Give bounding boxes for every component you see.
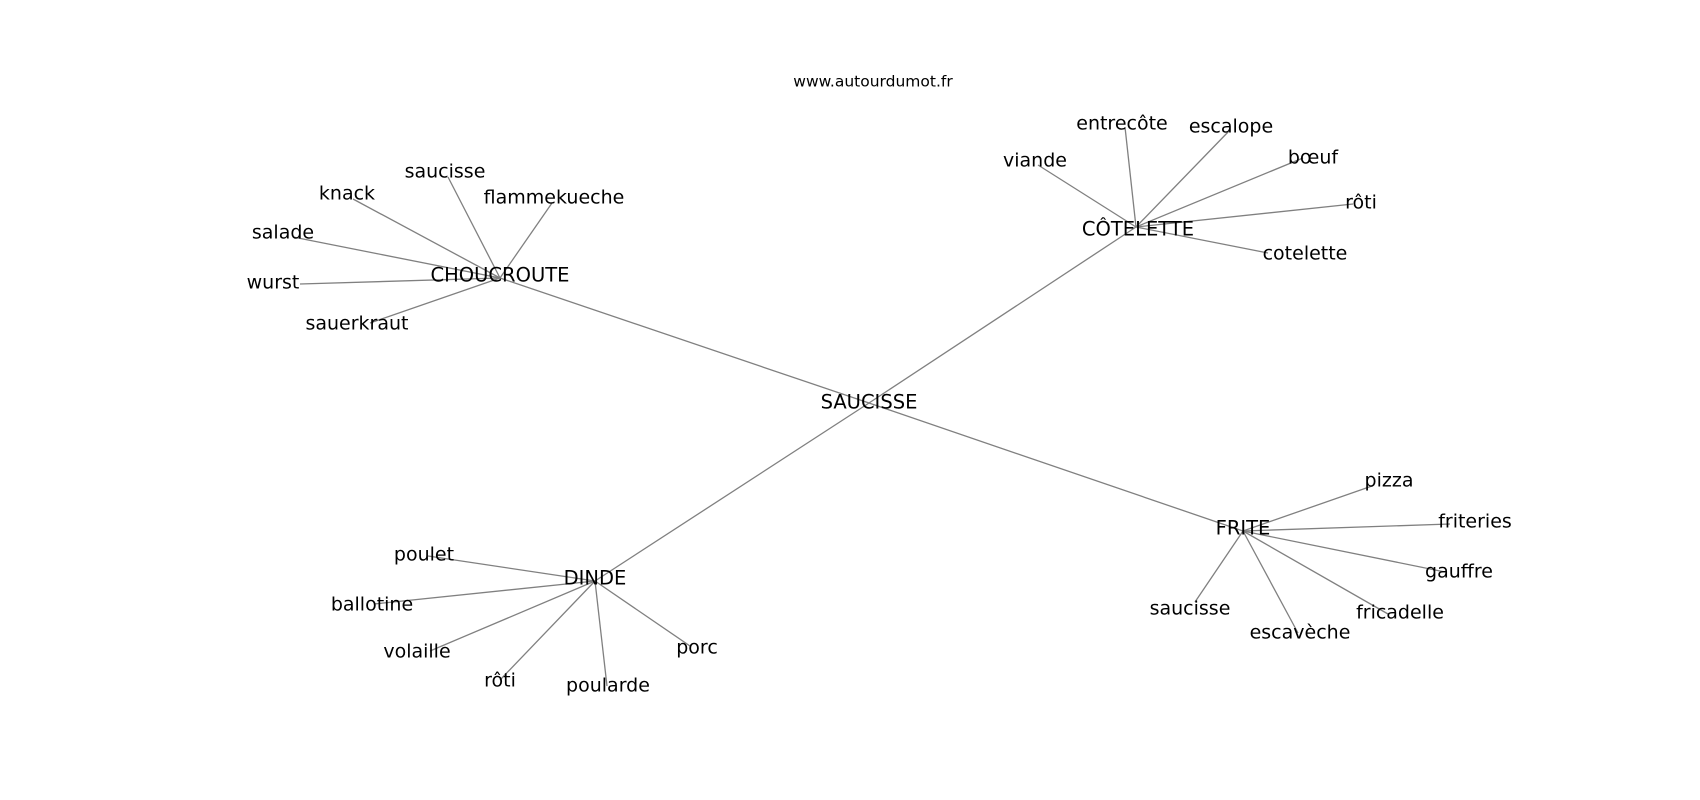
edge-dinde-leaf-5: [594, 580, 691, 647]
edge-choucroute-leaf-5: [369, 277, 501, 324]
edge-cotelette-leaf-0: [1124, 126, 1137, 228]
leaf-word-dinde-5[interactable]: porc: [676, 637, 718, 659]
hub-word-choucroute[interactable]: CHOUCROUTE: [431, 264, 570, 287]
leaf-word-cotelette-1[interactable]: escalope: [1189, 116, 1273, 138]
edge-choucroute-leaf-3: [292, 236, 501, 279]
leaf-word-cotelette-0[interactable]: entrecôte: [1076, 113, 1167, 135]
leaf-word-choucroute-0[interactable]: saucisse: [405, 161, 486, 183]
leaf-word-frite-0[interactable]: pizza: [1365, 470, 1414, 492]
edge-choucroute-leaf-2: [352, 198, 501, 279]
edge-cotelette-leaf-4: [1135, 203, 1354, 228]
edge-center-frite: [868, 402, 1244, 532]
edge-frite-leaf-5: [1194, 530, 1244, 603]
edge-dinde-leaf-2: [429, 580, 596, 652]
leaf-word-dinde-3[interactable]: rôti: [484, 670, 516, 692]
edge-dinde-leaf-0: [427, 555, 596, 582]
edge-choucroute-leaf-1: [499, 202, 553, 279]
hub-word-cotelette[interactable]: CÔTELETTE: [1082, 217, 1194, 241]
leaf-word-dinde-0[interactable]: poulet: [394, 544, 454, 566]
leaf-word-frite-3[interactable]: fricadelle: [1356, 602, 1444, 624]
hub-word-frite[interactable]: FRITE: [1216, 517, 1271, 540]
edge-choucroute-leaf-0: [447, 176, 501, 279]
edge-dinde-leaf-1: [373, 580, 596, 605]
leaf-word-choucroute-2[interactable]: knack: [319, 183, 375, 205]
edge-center-cotelette: [868, 226, 1137, 404]
leaf-word-cotelette-5[interactable]: cotelette: [1263, 243, 1348, 265]
edge-choucroute-leaf-4: [299, 277, 501, 285]
edge-dinde-leaf-3: [499, 580, 596, 681]
source-url-label: www.autourdumot.fr: [793, 73, 953, 91]
graph-labels: SAUCISSE CHOUCROUTE saucisse flammekueche kn…: [247, 113, 1512, 697]
hub-word-dinde[interactable]: DINDE: [564, 567, 627, 590]
edge-frite-leaf-0: [1242, 485, 1373, 532]
leaf-word-choucroute-3[interactable]: salade: [252, 222, 314, 244]
leaf-word-cotelette-2[interactable]: viande: [1003, 150, 1067, 172]
leaf-word-cotelette-4[interactable]: rôti: [1345, 192, 1377, 214]
edge-frite-leaf-4: [1242, 530, 1299, 634]
edge-frite-leaf-3: [1242, 530, 1389, 615]
edge-cotelette-leaf-3: [1135, 157, 1304, 228]
leaf-word-frite-2[interactable]: gauffre: [1425, 561, 1493, 583]
edge-center-dinde: [594, 402, 870, 582]
leaf-word-cotelette-3[interactable]: bœuf: [1288, 147, 1340, 169]
graph-edges: [292, 126, 1451, 687]
leaf-word-frite-5[interactable]: saucisse: [1150, 598, 1231, 620]
edge-cotelette-leaf-1: [1135, 129, 1231, 228]
edge-cotelette-leaf-5: [1135, 226, 1269, 254]
leaf-word-dinde-2[interactable]: volaille: [383, 641, 450, 663]
edge-dinde-leaf-4: [594, 580, 608, 687]
leaf-word-choucroute-1[interactable]: flammekueche: [484, 187, 625, 209]
edge-frite-leaf-2: [1242, 530, 1446, 573]
edge-frite-leaf-1: [1242, 523, 1451, 532]
leaf-word-dinde-1[interactable]: ballotine: [331, 594, 413, 616]
leaf-word-choucroute-4[interactable]: wurst: [247, 272, 300, 294]
edge-center-choucroute: [499, 277, 870, 404]
center-word-label[interactable]: SAUCISSE: [821, 391, 918, 414]
leaf-word-frite-4[interactable]: escavèche: [1250, 622, 1351, 644]
leaf-word-frite-1[interactable]: friteries: [1438, 511, 1512, 533]
leaf-word-choucroute-5[interactable]: sauerkraut: [305, 313, 408, 335]
edge-cotelette-leaf-2: [1037, 164, 1137, 228]
leaf-word-dinde-4[interactable]: poularde: [566, 675, 650, 697]
